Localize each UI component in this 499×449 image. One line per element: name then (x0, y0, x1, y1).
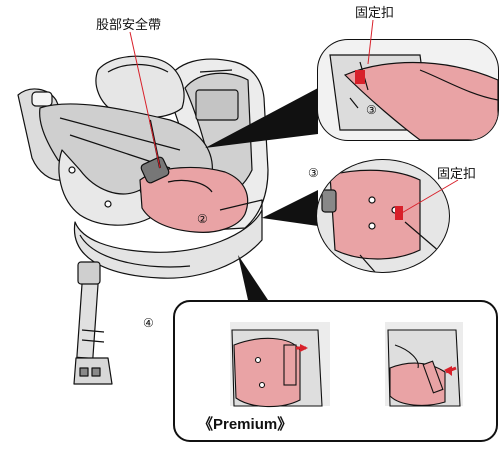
zoom-wedge-bottom (238, 255, 268, 300)
detail-fixing-clip-mid (317, 160, 449, 272)
premium-image-left (230, 322, 330, 407)
step-2-marker: ② (197, 212, 208, 226)
zoom-wedge-mid (262, 190, 318, 226)
premium-image-right (385, 322, 463, 406)
fixing-clip-label-top: 固定扣 (355, 2, 394, 21)
detail-fixing-clip-top (318, 40, 498, 140)
harness-strap-label: 股部安全帶 (96, 14, 161, 33)
step-3-marker-top: ③ (366, 103, 377, 117)
step-4-marker: ④ (143, 316, 154, 330)
premium-caption: 《Premium》 (198, 413, 292, 434)
step-3-marker-mid: ③ (308, 166, 319, 180)
fixing-clip-label-mid: 固定扣 (437, 163, 476, 182)
